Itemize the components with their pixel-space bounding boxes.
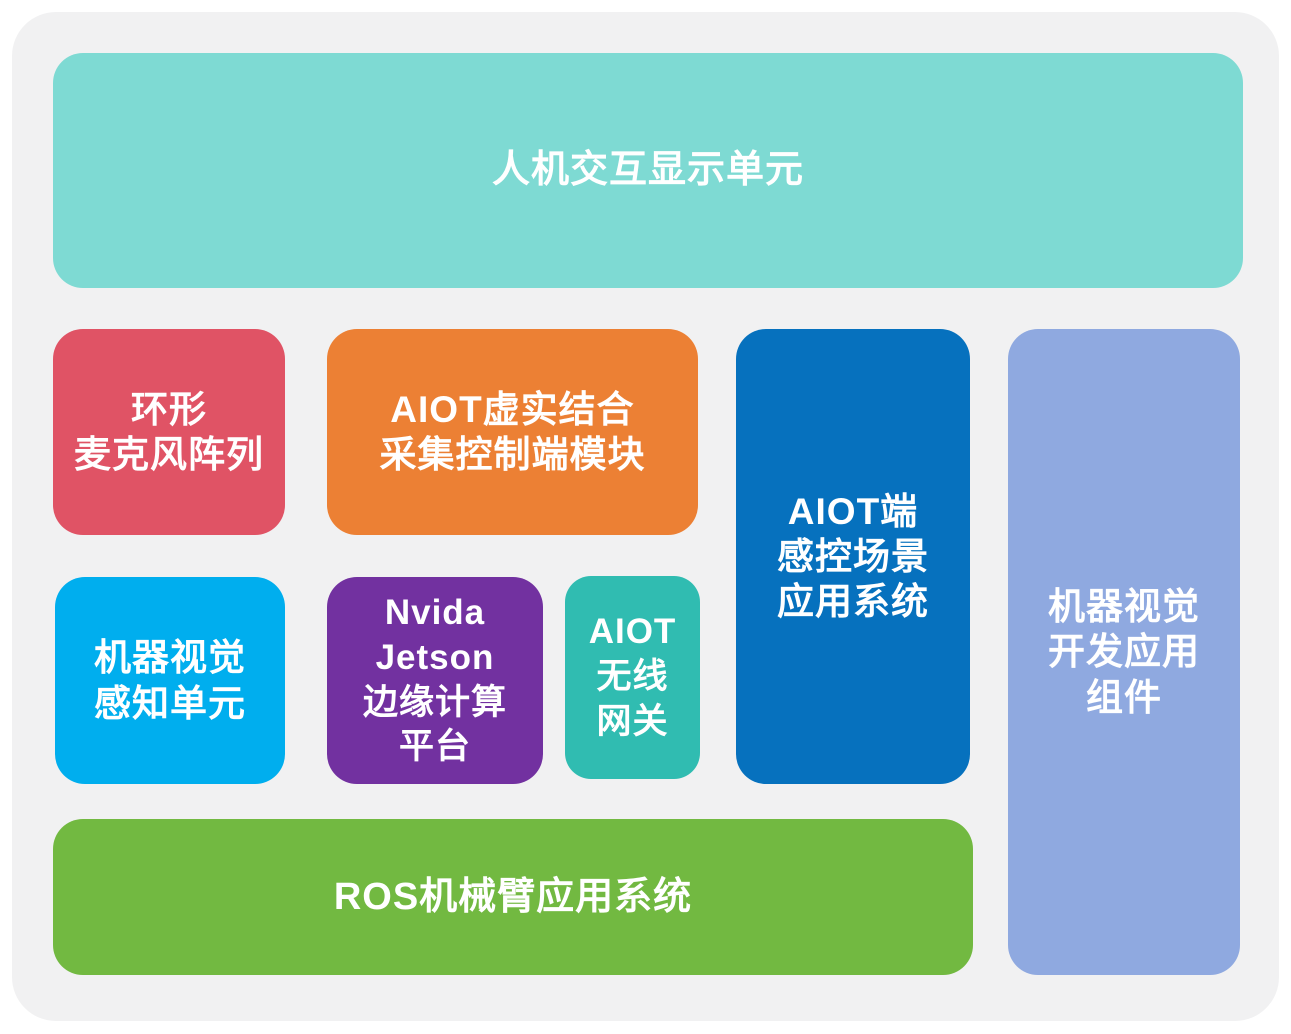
block-machine-vision-sensing-unit: 机器视觉 感知单元: [55, 577, 285, 784]
block-aiot-wireless-gateway: AIOT 无线 网关: [565, 576, 700, 779]
block-hmi-display-unit: 人机交互显示单元: [53, 53, 1243, 288]
block-ros-robot-arm-app-system: ROS机械臂应用系统: [53, 819, 973, 975]
block-aiot-virtual-real-control-module: AIOT虚实结合 采集控制端模块: [327, 329, 698, 535]
block-nvidia-jetson-edge-computing-platform: Nvida Jetson 边缘计算 平台: [327, 577, 543, 784]
block-ring-microphone-array: 环形 麦克风阵列: [53, 329, 285, 535]
block-machine-vision-dev-components: 机器视觉 开发应用 组件: [1008, 329, 1240, 975]
block-aiot-sensing-scene-app-system: AIOT端 感控场景 应用系统: [736, 329, 970, 784]
diagram-panel: 人机交互显示单元 环形 麦克风阵列 AIOT虚实结合 采集控制端模块 AIOT端…: [12, 12, 1279, 1021]
